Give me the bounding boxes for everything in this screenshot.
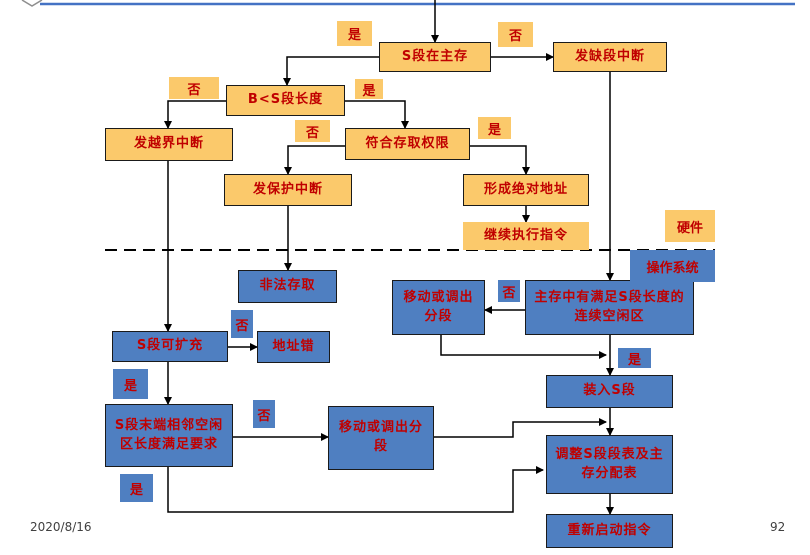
node-segment-extendable: S段可扩充 [112, 331, 228, 362]
label-no-b-lt-len: 否 [169, 77, 219, 99]
node-move-or-swap-out-2: 移动或调出分段 [328, 406, 434, 470]
region-os-label: 操作系统 [630, 250, 715, 282]
label-yes-permission: 是 [478, 117, 511, 139]
node-load-s-segment: 装入S段 [546, 375, 673, 408]
region-hardware-label: 硬件 [665, 210, 715, 242]
label-yes-in-memory: 是 [337, 21, 372, 46]
node-update-tables: 调整S段段表及主存分配表 [546, 435, 673, 494]
label-yes-adjacent: 是 [120, 474, 153, 502]
label-no-adjacent: 否 [253, 400, 275, 428]
node-out-of-bounds-interrupt: 发越界中断 [105, 128, 233, 161]
label-no-extendable: 否 [231, 310, 253, 338]
node-illegal-access: 非法存取 [238, 270, 337, 303]
node-adjacent-free-ok: S段末端相邻空闲区长度满足要求 [105, 404, 233, 467]
label-no-in-memory: 否 [498, 22, 533, 47]
node-access-permission-ok: 符合存取权限 [345, 128, 470, 160]
label-no-free-region: 否 [498, 280, 520, 302]
label-yes-free-region: 是 [618, 348, 651, 368]
label-yes-extendable: 是 [113, 369, 148, 399]
node-form-absolute-address: 形成绝对地址 [463, 174, 589, 206]
node-restart-instruction: 重新启动指令 [546, 514, 673, 548]
label-no-permission: 否 [295, 120, 330, 142]
node-address-error: 地址错 [257, 331, 330, 363]
footer-date: 2020/8/16 [30, 520, 92, 534]
node-s-in-memory: S段在主存 [379, 42, 491, 72]
node-protection-interrupt: 发保护中断 [224, 174, 352, 206]
node-b-lt-length: B<S段长度 [226, 85, 345, 116]
node-move-or-swap-out-1: 移动或调出分段 [392, 280, 485, 335]
node-free-region-in-memory: 主存中有满足S段长度的连续空闲区 [525, 280, 694, 335]
top-rule-corner [21, 0, 43, 7]
node-continue-exec: 继续执行指令 [463, 222, 589, 250]
node-missing-segment-interrupt: 发缺段中断 [553, 42, 667, 72]
page-number: 92 [770, 520, 786, 534]
label-yes-b-lt-len: 是 [355, 79, 383, 99]
